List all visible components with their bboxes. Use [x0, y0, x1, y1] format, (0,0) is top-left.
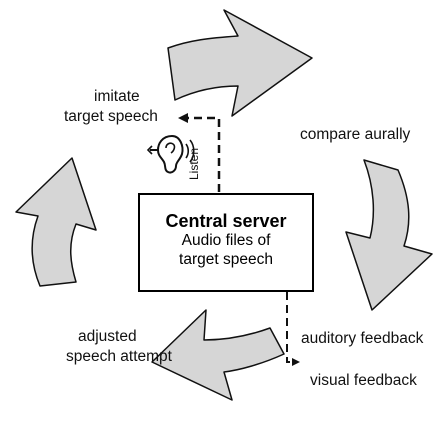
central-server-title: Central server [165, 211, 287, 231]
ear-icon [146, 134, 195, 174]
central-server-line1: Audio files of [181, 231, 271, 249]
central-server-line2: target speech [179, 250, 273, 268]
cycle-arrow-right [345, 159, 433, 311]
cycle-arrow-bottom [151, 309, 285, 401]
feedback-dashed-connector [286, 292, 294, 363]
adjusted-label-line1: adjusted [78, 328, 137, 345]
central-server-box: Central server Audio files of target spe… [138, 193, 314, 292]
visual-feedback-label: visual feedback [310, 372, 417, 389]
imitate-dashed-connector [188, 116, 221, 192]
compare-aurally-label: compare aurally [300, 126, 411, 143]
adjusted-label-line2: speech attempt [66, 348, 172, 365]
imitate-label-line2: target speech [64, 108, 158, 125]
feedback-arrowhead [292, 358, 300, 366]
listen-label: Listen [187, 147, 201, 180]
cycle-arrow-left [15, 157, 97, 287]
cycle-arrow-top [167, 9, 313, 117]
auditory-feedback-label: auditory feedback [301, 330, 424, 347]
imitate-arrowhead [178, 113, 188, 123]
imitate-label-line1: imitate [94, 88, 140, 105]
